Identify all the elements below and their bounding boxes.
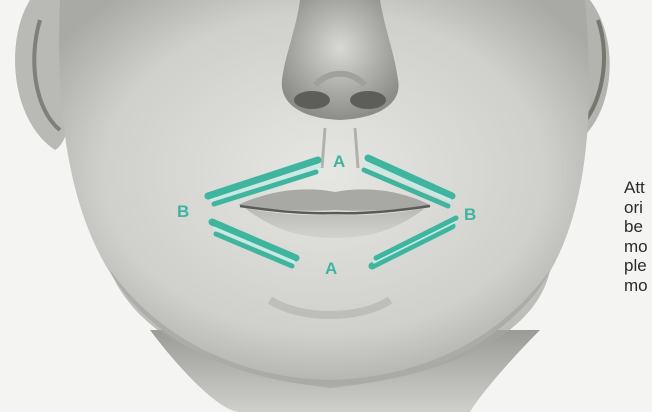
figure-caption: Att ori be mo ple mo xyxy=(624,178,652,296)
caption-line: ori xyxy=(624,198,652,218)
label-b-right: B xyxy=(464,205,476,224)
left-nostril xyxy=(294,91,330,109)
label-b-left: B xyxy=(177,202,189,221)
caption-line: ple xyxy=(624,256,652,276)
caption-line: be xyxy=(624,217,652,237)
right-nostril xyxy=(350,91,386,109)
caption-line: Att xyxy=(624,178,652,198)
caption-line: mo xyxy=(624,237,652,257)
caption-line: mo xyxy=(624,276,652,296)
label-a-top: A xyxy=(333,152,345,171)
label-a-bottom: A xyxy=(325,259,337,278)
